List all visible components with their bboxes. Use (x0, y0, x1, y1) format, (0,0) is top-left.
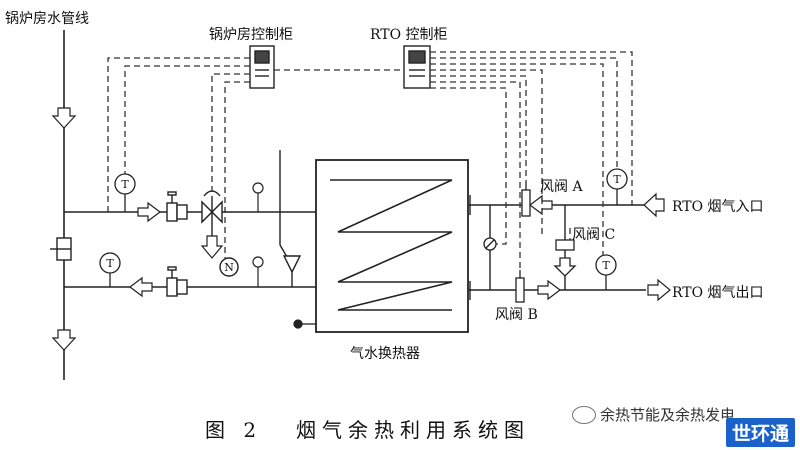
pump-letter: N (224, 261, 234, 274)
pump-branch-arrow (200, 235, 224, 259)
damper-a-icon (521, 182, 531, 217)
damper-b-label: 风阀 B (495, 307, 538, 323)
rto-cabinet-label: RTO 控制柜 (370, 27, 448, 43)
figure-number: 图 2 (205, 418, 263, 442)
boiler-cabinet-icon (249, 45, 275, 89)
exchanger-label: 气水换热器 (350, 346, 420, 362)
damper-c-label: 风阀 C (572, 227, 616, 243)
pump-icon (219, 257, 239, 277)
damper-b-icon (515, 270, 525, 303)
main-flow-arrows (51, 107, 77, 351)
heat-exchanger (315, 159, 469, 333)
upper-water-pipe (64, 204, 646, 213)
brand-logo: 世环通 (726, 418, 796, 447)
wechat-icon (572, 406, 596, 424)
rto-outlet-label: RTO 烟气出口 (672, 285, 764, 301)
pipe-flow-arrows (129, 194, 561, 301)
temperature-letters: T T T T (106, 173, 621, 272)
damper-a-label: 风阀 A (540, 179, 583, 195)
exchanger-coil (330, 179, 453, 311)
drain-icon (293, 319, 316, 329)
temp-letter: T (121, 178, 129, 191)
boiler-water-line-label: 锅炉房水管线 (5, 11, 89, 27)
check-valve-icon (282, 255, 302, 287)
temp-letter: T (106, 257, 114, 270)
gas-io-arrows (643, 192, 671, 302)
temp-letter: T (602, 259, 610, 272)
signal-lines (107, 51, 633, 270)
flow-element-icon (483, 237, 497, 251)
rto-inlet-label: RTO 烟气入口 (672, 199, 764, 215)
boiler-cabinet-label: 锅炉房控制柜 (209, 27, 293, 43)
pipe-valves (166, 191, 188, 297)
pressure-gauges (252, 182, 264, 287)
rto-cabinet-icon (403, 45, 431, 89)
temp-letter: T (613, 173, 621, 186)
temperature-sensors (99, 168, 628, 290)
figure-title: 烟气余热利用系统图 (296, 418, 530, 442)
watermark-text: 余热节能及余热发电 (600, 406, 736, 424)
bypass-line (279, 150, 291, 263)
damper-c-icon (553, 239, 577, 277)
main-valve-icon (50, 237, 72, 261)
